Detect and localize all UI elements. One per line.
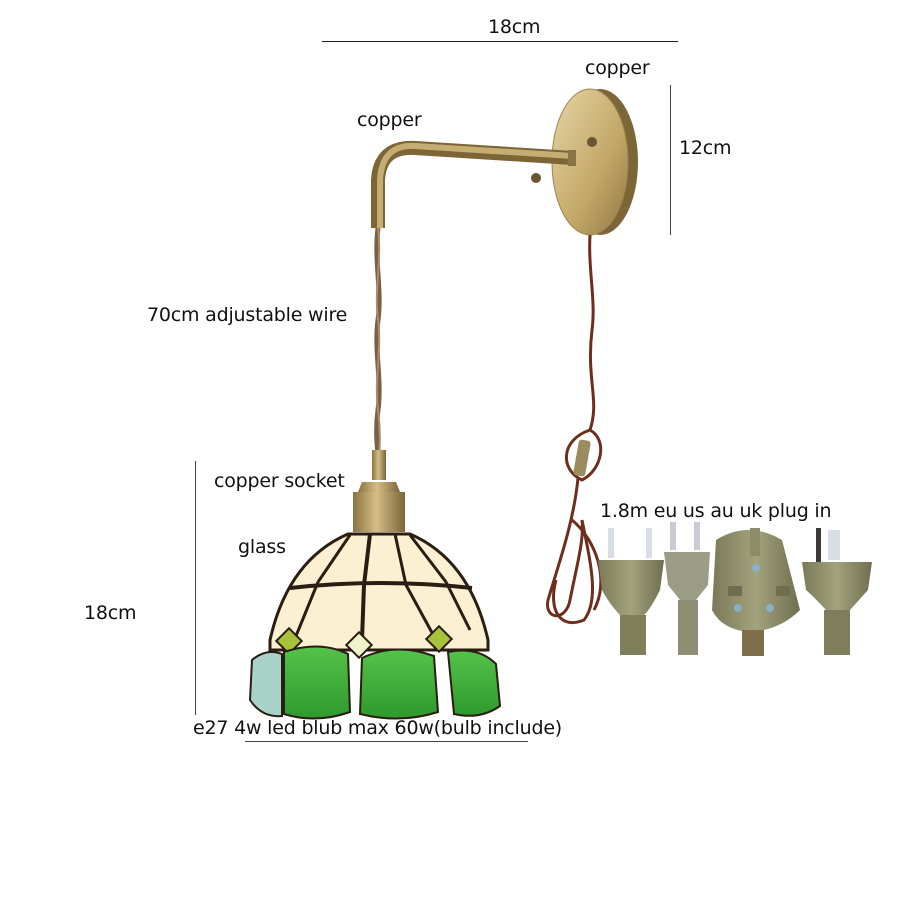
plug-label: 1.8m eu us au uk plug in: [600, 500, 832, 522]
bulb-label: e27 4w led blub max 60w(bulb include): [193, 717, 563, 739]
plug-eu: [598, 528, 664, 655]
plug-set: [598, 522, 872, 656]
plate-height-label: 12cm: [679, 137, 732, 159]
hanging-wire: [374, 227, 382, 471]
copper-arm-label: copper: [357, 109, 422, 131]
width-label: 18cm: [488, 16, 541, 38]
shade-height-dimension-line: [195, 461, 196, 715]
lamp-arm: [371, 140, 576, 228]
glass-label: glass: [238, 536, 286, 558]
plate-height-dimension-line: [670, 85, 671, 235]
inline-switch: [573, 439, 591, 477]
socket: [353, 450, 405, 532]
bulb-underline: [245, 741, 528, 742]
wall-plate: [531, 88, 638, 236]
plug-uk: [712, 528, 800, 656]
shade-height-label: 18cm: [84, 602, 137, 624]
glass-shade: [248, 532, 502, 720]
plug-us: [664, 522, 710, 655]
plug-au: [802, 528, 872, 655]
socket-label: copper socket: [214, 470, 345, 492]
width-dimension-line: [322, 41, 678, 42]
copper-plate-label: copper: [585, 57, 650, 79]
wire-label: 70cm adjustable wire: [147, 304, 348, 326]
power-cord: [546, 234, 603, 624]
